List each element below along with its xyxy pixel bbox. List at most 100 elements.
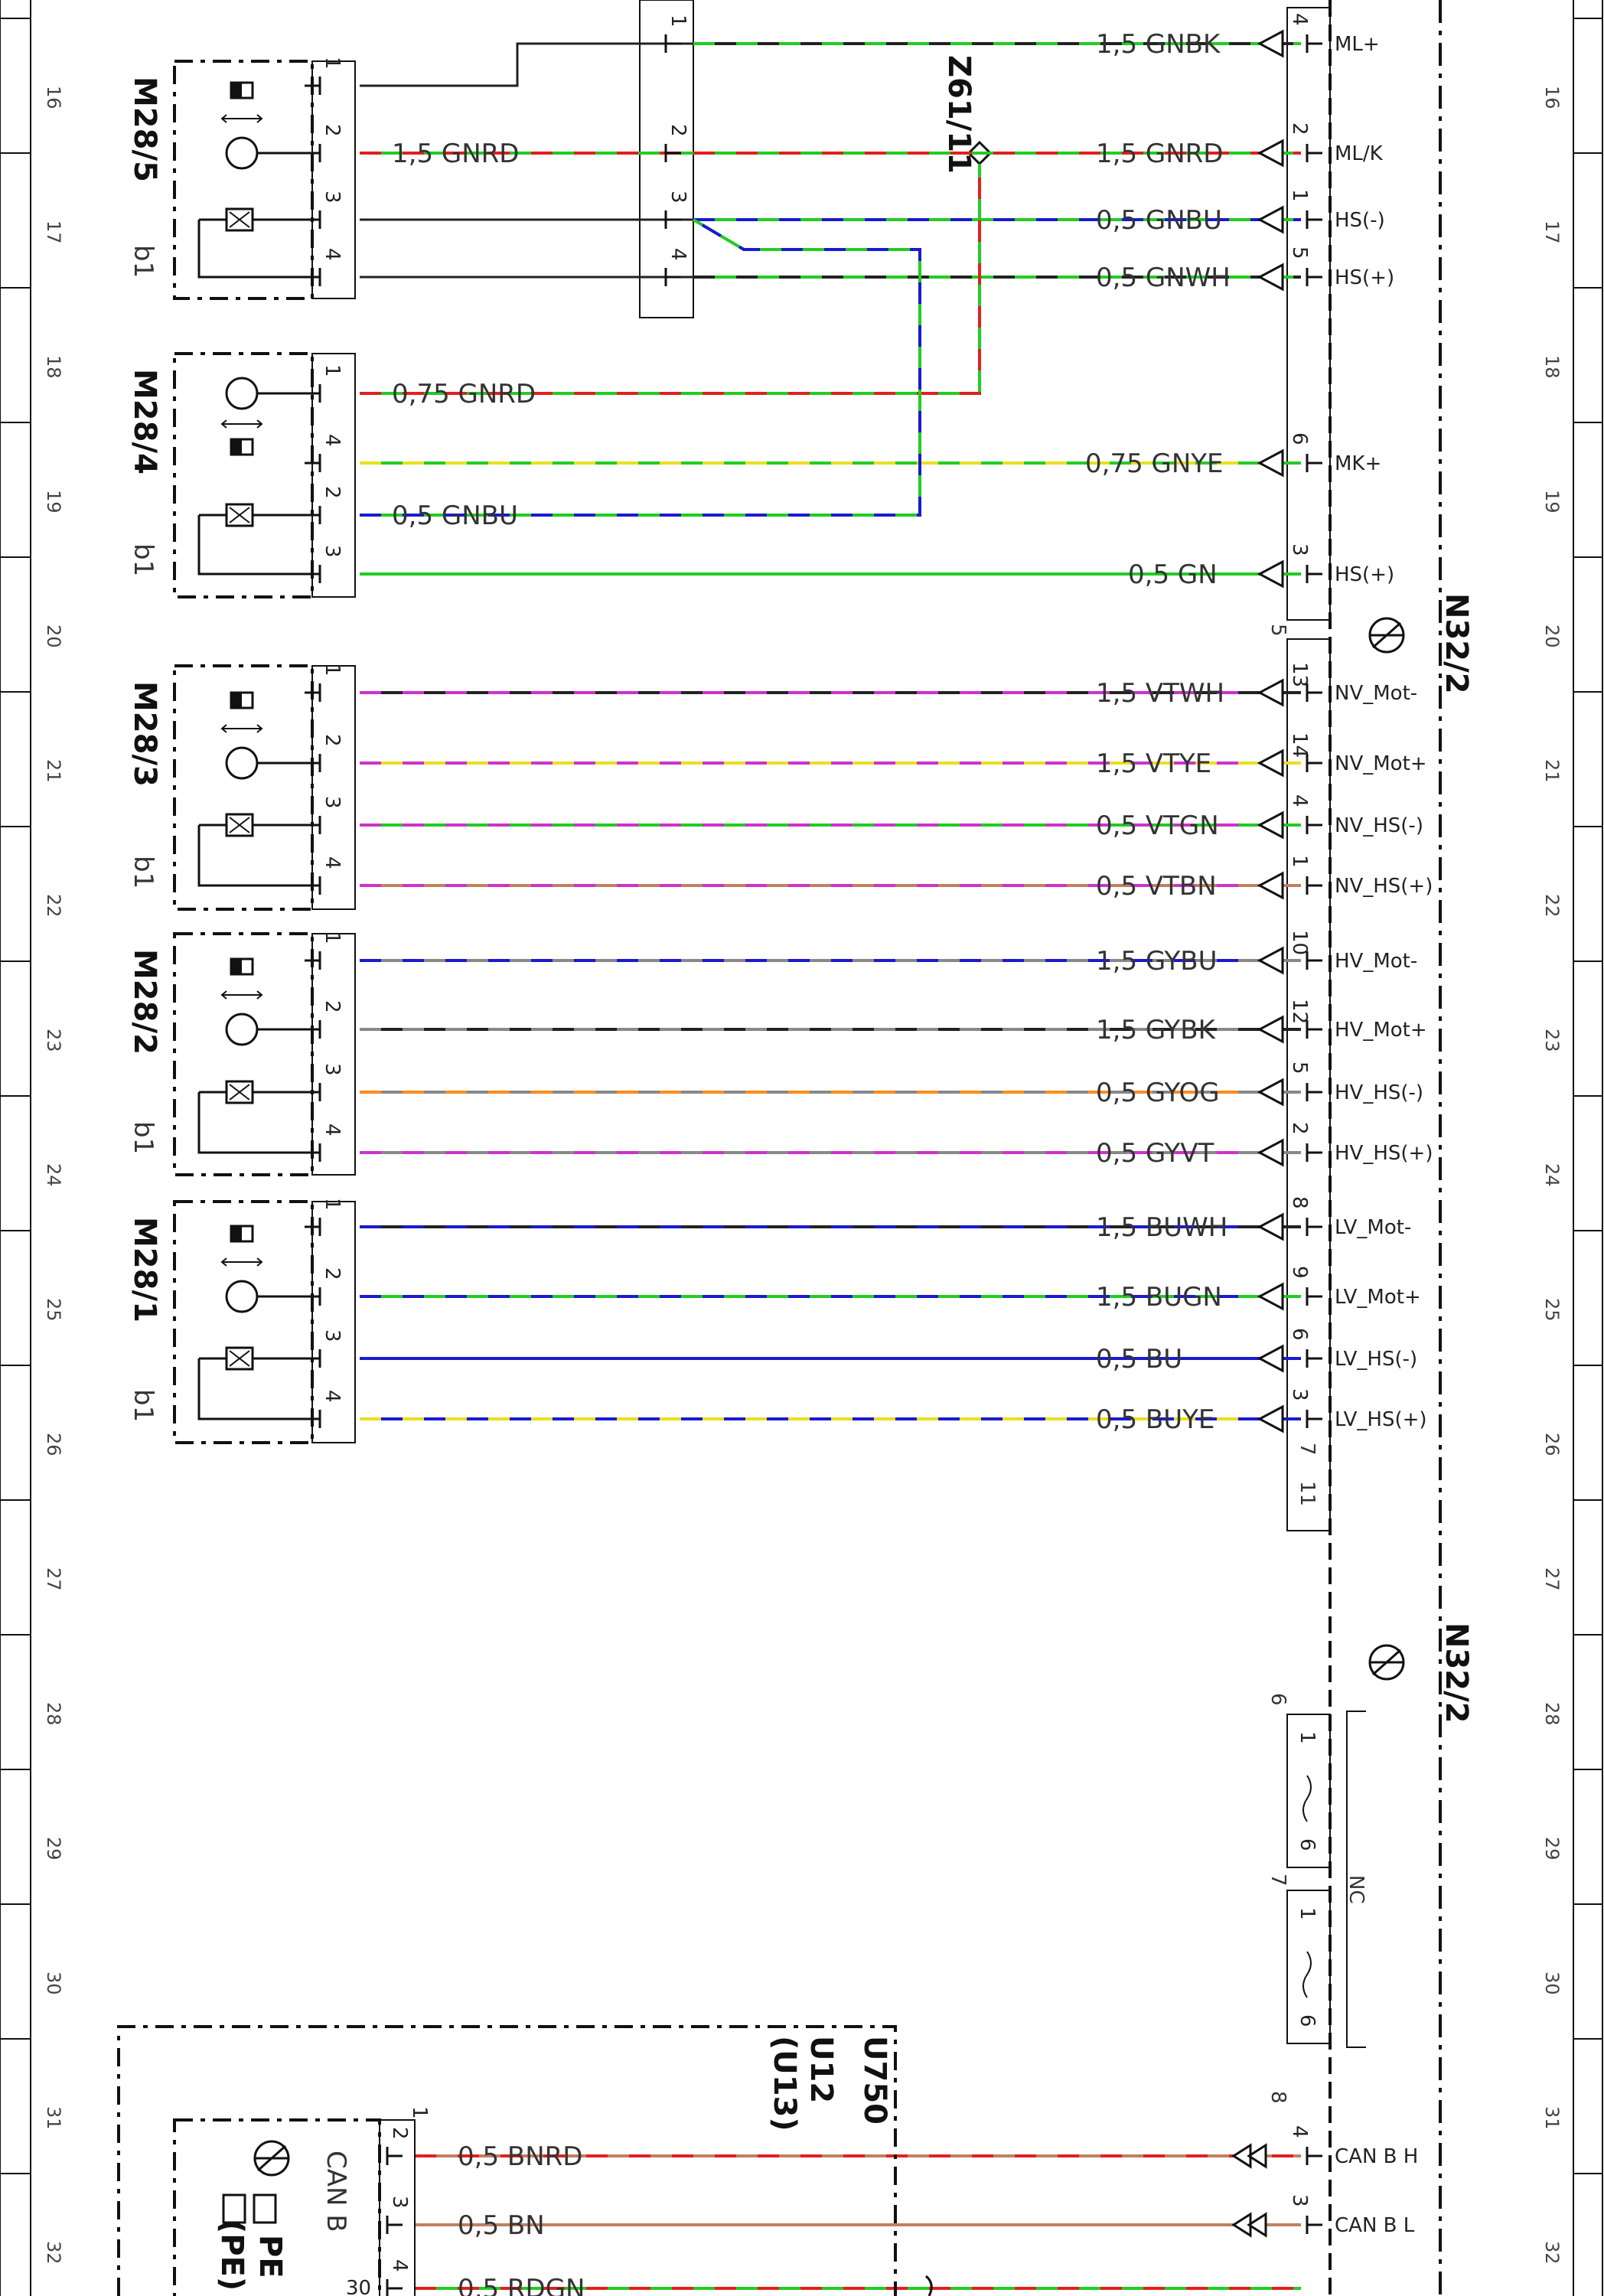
- component-pin-number: 2: [321, 486, 344, 499]
- splice-label: Z61/11: [941, 55, 976, 174]
- pin-contact-icon: [305, 1020, 321, 1039]
- motor-icon: [225, 136, 259, 170]
- wire-label: 1,5 VTWH: [1096, 678, 1224, 709]
- connector-5-label: 5: [1267, 624, 1289, 637]
- direction-arrows-icon: [220, 724, 263, 733]
- component-pin-number: 2: [321, 1267, 344, 1280]
- wire-label: 0,5 GYVT: [1096, 1138, 1214, 1169]
- can-pin-number: 2: [388, 2127, 411, 2140]
- arrow-icon: [1257, 1282, 1284, 1311]
- row-number: 21: [43, 759, 64, 783]
- pin-contact-icon: [664, 34, 681, 53]
- signal-name: NV_Mot+: [1335, 752, 1427, 775]
- component-sub-label: b1: [128, 856, 158, 889]
- u12-label: U12: [804, 2036, 839, 2103]
- row-number-right: 29: [1541, 1837, 1563, 1861]
- row-number-right: 27: [1541, 1567, 1563, 1591]
- row-number-right: 23: [1541, 1029, 1563, 1052]
- signal-name: NV_HS(+): [1335, 875, 1433, 898]
- component-pin-block: [311, 1201, 356, 1443]
- module-pin-number: 2: [1288, 122, 1311, 135]
- inline-pin-number: 1: [667, 15, 690, 28]
- signal-name: HV_Mot+: [1335, 1019, 1427, 1042]
- signal-name: HS(+): [1335, 563, 1394, 586]
- can-pin-number: 4: [388, 2259, 411, 2272]
- pin-contact-icon: [1306, 454, 1322, 472]
- pin-contact-icon: [305, 683, 321, 702]
- arrow-icon: [1257, 559, 1284, 589]
- wire-label: 1,5 BUGN: [1096, 1282, 1222, 1313]
- pe-paren-label: (PE): [214, 2219, 249, 2291]
- module-pin-number: 1: [1288, 855, 1311, 868]
- module-pin-number: 12: [1288, 999, 1311, 1024]
- can-pin-number: 3: [388, 2196, 411, 2209]
- actuator-block-fill: [231, 1226, 242, 1241]
- module-pin-number: 6: [1288, 432, 1311, 445]
- wire-label: 0,5 GN: [1128, 559, 1218, 590]
- nc-bracket: [1346, 1711, 1366, 2048]
- component-label: M28/4: [127, 369, 162, 475]
- component-sub-label: b1: [128, 543, 158, 576]
- inline-pin-number: 3: [667, 191, 690, 204]
- signal-name: HV_HS(-): [1335, 1081, 1423, 1104]
- jumper-pin: 1: [1296, 1731, 1319, 1744]
- pin-contact-icon: [1306, 1349, 1322, 1368]
- pin-contact-icon: [1306, 951, 1322, 970]
- inline-pin-number: 2: [667, 124, 690, 137]
- pin-contact-icon: [305, 565, 321, 583]
- wire-label: 1,5 GYBK: [1096, 1015, 1217, 1045]
- direction-arrows-icon: [220, 1257, 263, 1267]
- connector-6-label: 6: [1267, 1693, 1289, 1706]
- pin-11-label: 11: [1296, 1481, 1319, 1506]
- wire-label: 0,5 RDGN: [458, 2274, 585, 2296]
- signal-name: LV_HS(-): [1335, 1348, 1417, 1371]
- row-number: 30: [43, 1971, 64, 1995]
- wire-m28-5-1: [360, 42, 693, 87]
- wire-label: 0,5 BU: [1096, 1344, 1182, 1375]
- pin-contact-icon: [1306, 2147, 1322, 2165]
- signal-name: NV_Mot-: [1335, 682, 1417, 705]
- row-number-right: 16: [1541, 86, 1563, 109]
- signal-name: LV_HS(+): [1335, 1408, 1427, 1431]
- pin-contact-icon: [1306, 876, 1322, 895]
- component-pin-number: 3: [321, 1329, 344, 1342]
- module-pin-number: 6: [1288, 1328, 1311, 1341]
- signal-name: HS(-): [1335, 209, 1385, 232]
- row-number-right: 20: [1541, 625, 1563, 648]
- inline-pin-number: 4: [667, 248, 690, 261]
- module-jumpers: [1286, 1711, 1366, 2048]
- module-pin-number: 5: [1288, 1062, 1311, 1075]
- pin-contact-icon: [305, 506, 321, 524]
- module-pin-number: 4: [1288, 13, 1311, 26]
- row-number: 27: [43, 1567, 64, 1591]
- pin-contact-icon: [305, 210, 321, 229]
- arrow-icon: [1257, 1078, 1284, 1107]
- pin-contact-icon: [1306, 1287, 1322, 1306]
- module-pin-number: 14: [1288, 732, 1311, 758]
- pin-contact-icon: [1306, 565, 1322, 583]
- signal-name: CAN B H: [1335, 2145, 1418, 2168]
- row-number-right: 30: [1541, 1971, 1563, 1995]
- row-number-right: 26: [1541, 1433, 1563, 1456]
- sensor-loop: [197, 1357, 312, 1420]
- module-connector-upper: [1286, 7, 1331, 621]
- component-pin-number: 3: [321, 545, 344, 558]
- motor-icon: [225, 1013, 259, 1046]
- jumper-link-icon: [1302, 1775, 1312, 1822]
- pin-contact-icon: [1306, 1020, 1322, 1039]
- sensor-cross: [229, 211, 250, 228]
- row-number-right: 22: [1541, 894, 1563, 918]
- arrow-icon: [1257, 205, 1284, 234]
- pin-7-label: 7: [1296, 1443, 1319, 1456]
- module-connector-middle: [1286, 638, 1331, 1531]
- component-pin-number: 3: [321, 191, 344, 204]
- wire-label: 0,5 GNBU: [392, 501, 518, 531]
- row-number: 19: [43, 490, 64, 514]
- wire-m28-4-2-stripe: [360, 218, 921, 517]
- row-number: 28: [43, 1702, 64, 1726]
- module-pin-number: 4: [1288, 2125, 1311, 2138]
- pin-contact-icon: [305, 1083, 321, 1101]
- sensor-cross: [229, 507, 250, 523]
- nc-label: NC: [1345, 1875, 1368, 1904]
